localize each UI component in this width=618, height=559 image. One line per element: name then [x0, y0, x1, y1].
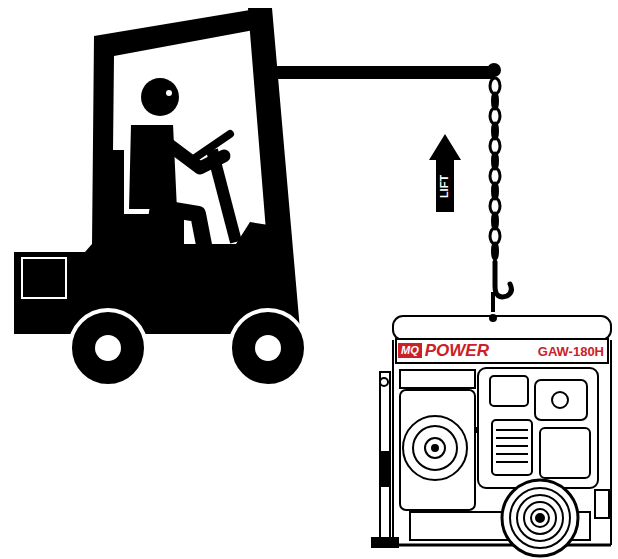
engine-block	[478, 368, 598, 488]
rear-wheel	[70, 310, 146, 386]
handle-grip	[380, 452, 390, 486]
rear-hub	[95, 335, 121, 361]
brand-name: POWER	[425, 342, 489, 359]
lifting-eye	[490, 315, 496, 321]
generator	[372, 315, 611, 556]
hook	[495, 262, 511, 297]
recoil-starter	[540, 428, 590, 478]
lift-label: LIFT	[440, 174, 451, 197]
lifting-eye-bar	[491, 292, 495, 312]
driver-eye	[166, 90, 172, 96]
air-cleaner	[490, 376, 528, 406]
frame-left	[392, 340, 394, 545]
model-number: GAW-180H	[538, 345, 604, 358]
handle-pin	[380, 378, 388, 386]
fuel-tank	[535, 380, 587, 420]
wheel-bracket	[595, 490, 609, 518]
driver-head	[141, 78, 179, 116]
lift-arrow	[429, 134, 461, 212]
wheel	[502, 480, 578, 556]
driver-torso	[128, 124, 178, 210]
frame-base	[393, 544, 611, 547]
front-wheel	[230, 310, 306, 386]
cylinder	[492, 420, 532, 475]
brand-logo: MQ	[398, 343, 422, 358]
alternator-housing	[400, 390, 475, 510]
handle-foot	[372, 538, 398, 547]
chain-link	[493, 243, 498, 259]
forklift	[14, 8, 501, 386]
handle-pole	[380, 372, 390, 540]
front-hub	[255, 335, 281, 361]
name-panel	[396, 339, 608, 363]
lifting-chain	[490, 78, 500, 259]
control-panel	[400, 370, 475, 388]
driver-leg	[150, 206, 232, 288]
counterweight	[22, 258, 66, 298]
boom	[268, 66, 495, 79]
steering-wheel	[192, 134, 230, 160]
alternator-cover	[403, 416, 467, 480]
boom-eye	[487, 63, 501, 77]
steering-column	[212, 150, 236, 242]
cylinder-fins	[496, 430, 528, 462]
frame-top	[393, 316, 611, 340]
frame-right	[610, 340, 612, 545]
seat	[118, 214, 184, 244]
